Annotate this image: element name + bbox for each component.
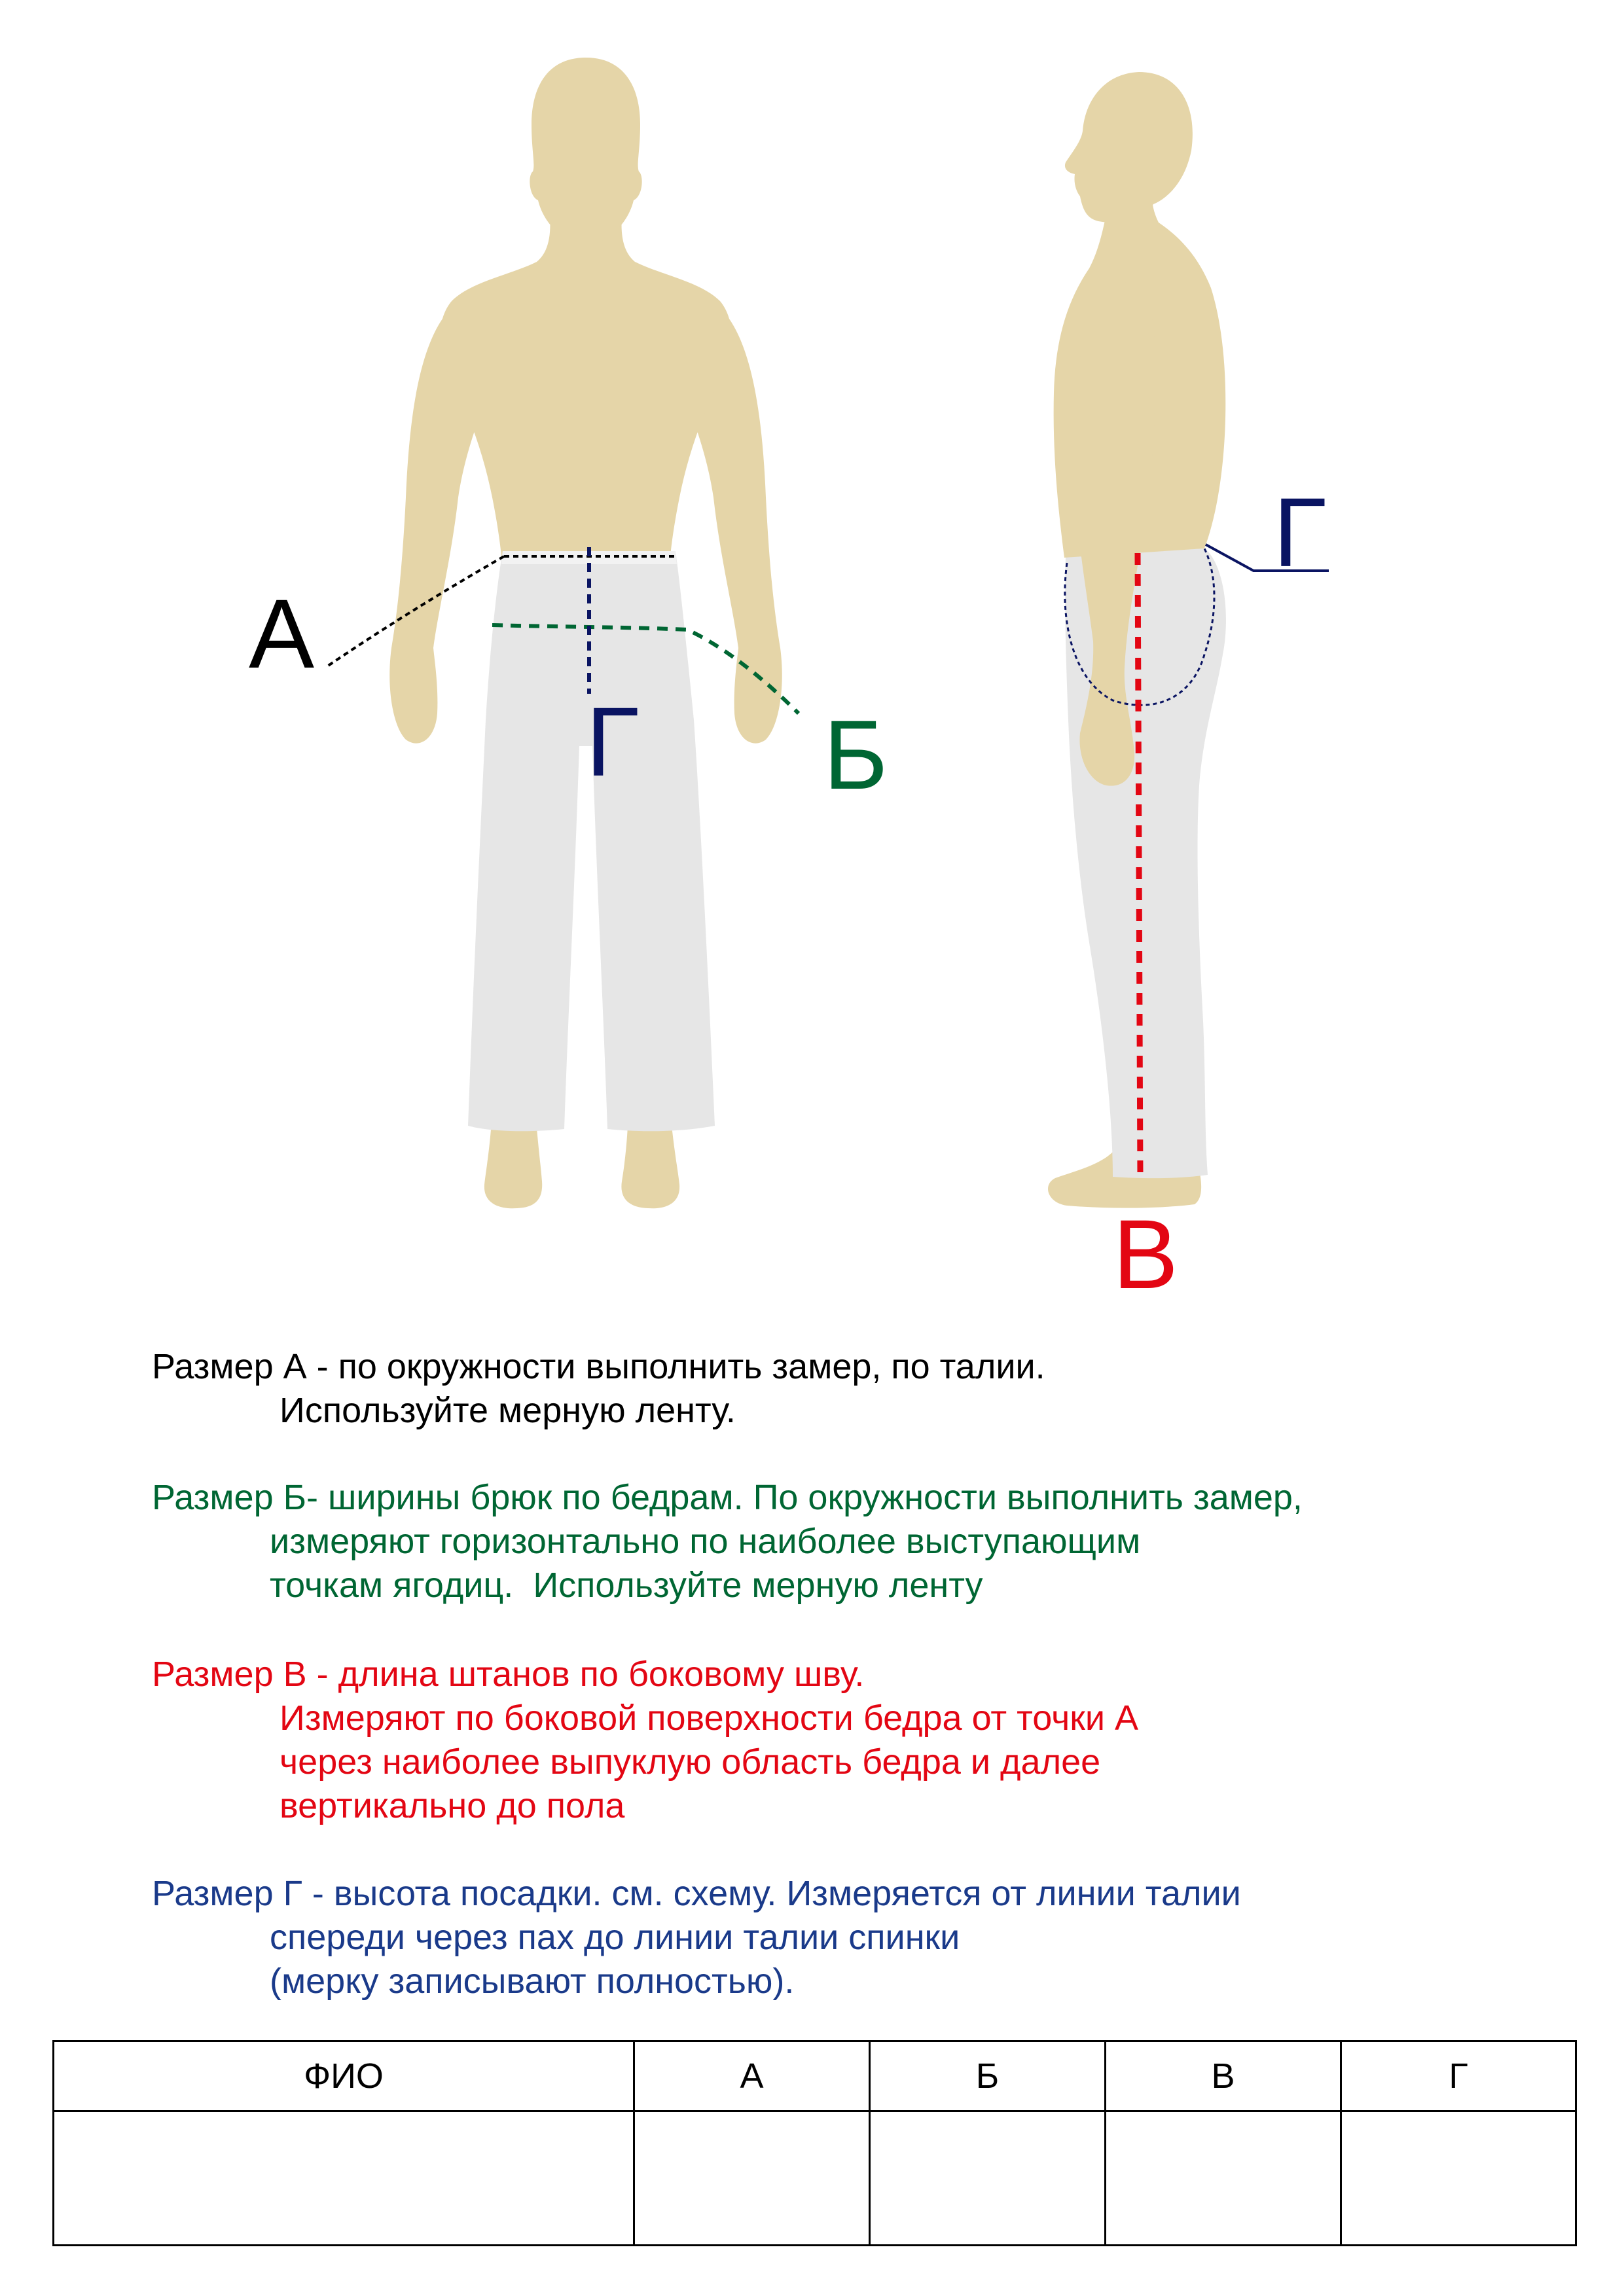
label-g-side: Г xyxy=(1273,477,1326,587)
table-header-row: ФИО А Б В Г xyxy=(52,2040,1577,2112)
cell-fio[interactable] xyxy=(52,2110,635,2246)
cell-b[interactable] xyxy=(869,2110,1106,2246)
side-pocket-outline xyxy=(1064,548,1216,706)
front-right-foot xyxy=(621,1113,680,1209)
side-figure xyxy=(1047,72,1226,1208)
description-size-v: Размер В - длина штанов по боковому шву.… xyxy=(152,1655,1139,1825)
measurement-diagram: А Г Б Г В xyxy=(249,58,1329,1309)
description-size-b: Размер Б- ширины брюк по бедрам. По окру… xyxy=(152,1478,1303,1605)
front-figure xyxy=(389,58,782,1209)
side-head xyxy=(1064,72,1193,223)
cell-g[interactable] xyxy=(1340,2110,1577,2246)
table-entry-row xyxy=(52,2110,1577,2246)
side-rise-pointer-g xyxy=(1205,543,1329,572)
header-a: А xyxy=(633,2040,871,2112)
front-hip-line-b xyxy=(492,623,801,715)
header-g: Г xyxy=(1340,2040,1577,2112)
front-pants xyxy=(468,551,715,1132)
description-size-a: Размер А - по окружности выполнить замер… xyxy=(152,1347,1045,1430)
label-a: А xyxy=(249,579,314,689)
cell-a[interactable] xyxy=(633,2110,871,2246)
side-pants xyxy=(1065,548,1226,1179)
description-size-g: Размер Г - высота посадки. см. схему. Из… xyxy=(152,1874,1241,2001)
front-torso xyxy=(440,216,732,556)
front-left-foot xyxy=(484,1113,543,1209)
header-b: Б xyxy=(869,2040,1106,2112)
measurement-table: ФИО А Б В Г xyxy=(52,2040,1577,2246)
header-fio: ФИО xyxy=(52,2040,635,2112)
side-arm xyxy=(1074,275,1156,786)
label-b: Б xyxy=(823,700,888,810)
label-v: В xyxy=(1113,1199,1178,1309)
front-head xyxy=(530,58,642,245)
cell-v[interactable] xyxy=(1104,2110,1342,2246)
label-g-front: Г xyxy=(586,687,639,797)
header-v: В xyxy=(1104,2040,1342,2112)
